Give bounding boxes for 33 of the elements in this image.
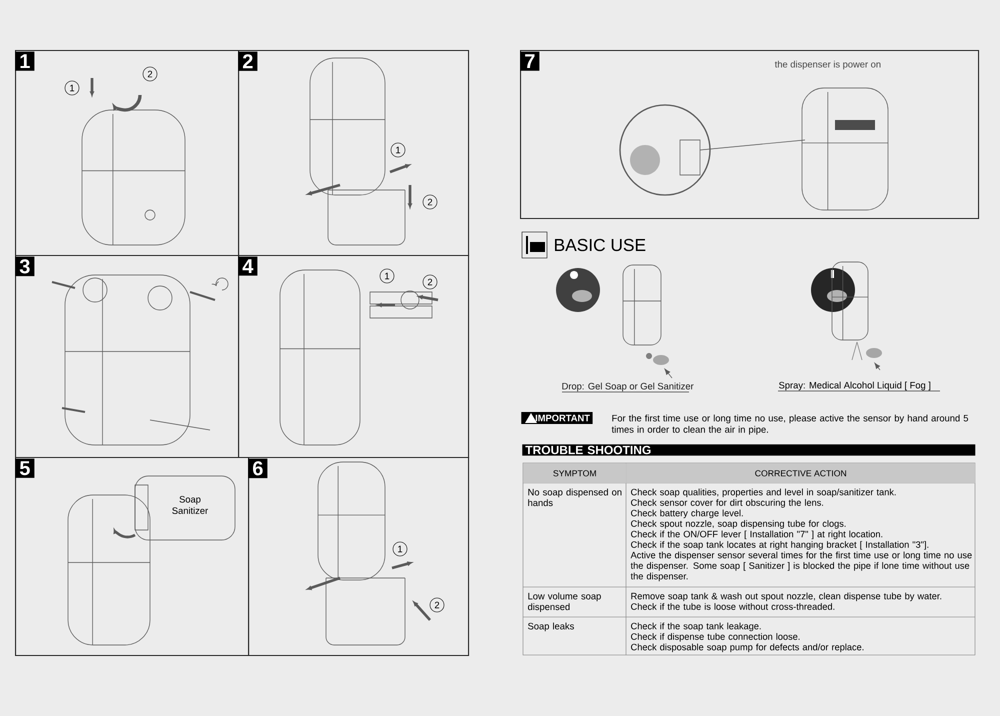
note-text: For the first time use or long time no use, please active the sensor by hand around 5 times in order to clean the air in pipe. — [612, 414, 968, 435]
circled-number: 2 — [142, 66, 158, 82]
table-cell: Check spout nozzle, soap dispensing tube for clogs. — [631, 520, 846, 529]
step-panel: 3 — [15, 255, 240, 458]
table-cell: Check disposable soap pump for defects and/or replace. — [631, 644, 864, 652]
important-badge: IMPORTANT — [521, 412, 593, 424]
table-cell: Check if dispense tube connection loose. — [631, 633, 800, 642]
table-cell: Check if the ON/OFF lever [ Installation "7" ] at right location. — [631, 530, 882, 540]
section-banner: TROUBLE SHOOTING — [522, 444, 976, 456]
section-heading: BASIC USE — [555, 238, 646, 252]
circled-number: 2 — [422, 274, 438, 290]
table-cell: Active the dispenser sensor several times for the first time use or long time no use the dispenser. Some soap [ Sanitizer ] is blocked the pipe if lone time without use the dispenser. — [630, 552, 972, 582]
circled-number: 2 — [430, 598, 444, 612]
step-panel: 7 the dispenser is power on — [520, 50, 980, 220]
circled-number: 1 — [392, 542, 408, 556]
circled-number: 2 — [422, 194, 438, 210]
table-cell: Check sensor cover for dirt obscuring the lens. — [631, 499, 824, 508]
table-cell: Check soap qualities, properties and level in soap/sanitizer tank. — [631, 488, 896, 498]
table-cell: Soap leaks — [528, 622, 574, 632]
table-cell: Remove soap tank & wash out spout nozzle, clean dispense tube by water. — [631, 592, 942, 602]
table-cell: Check if the soap tank leakage. — [631, 622, 761, 632]
circled-number: 1 — [390, 142, 406, 158]
caption-text: Spray: Medical Alcohol Liquid [ Fog ] — [779, 382, 930, 390]
circled-number: 1 — [380, 268, 394, 284]
table-cell: Check if the tube is loose without cross-threaded. — [631, 603, 834, 610]
table-cell: Check battery charge level. — [631, 510, 743, 518]
tank-label: Soap Sanitizer — [172, 496, 208, 514]
table-cell: Low volume soap dispensed — [528, 592, 601, 612]
table-header-cell: SYMPTOM — [523, 463, 626, 484]
circled-number: 1 — [64, 80, 80, 96]
table-cell: Check if the soap tank locates at right hanging bracket [ Installation "3"]. — [631, 541, 928, 550]
table-cell: No soap dispensed on hands — [528, 488, 622, 506]
caption-text: Drop: Gel Soap or Gel Sanitizer — [562, 382, 694, 392]
